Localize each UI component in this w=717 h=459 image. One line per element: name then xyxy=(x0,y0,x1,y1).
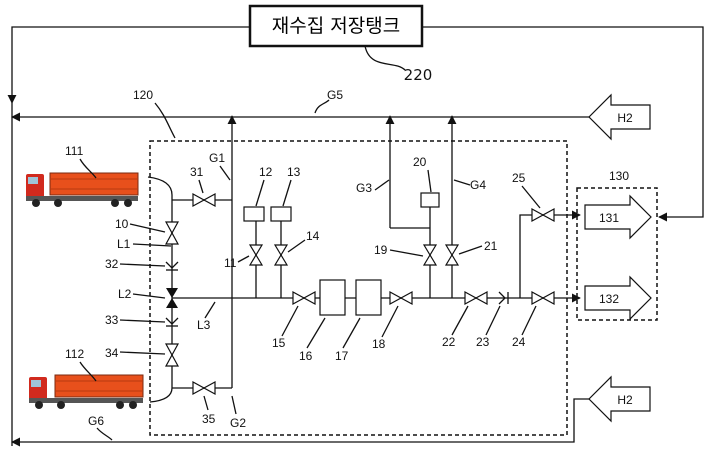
h2-input-top: H2 xyxy=(588,93,651,141)
label-24: 24 xyxy=(512,335,526,349)
label-33: 33 xyxy=(105,313,119,327)
station-leader xyxy=(154,102,176,139)
svg-text:H2: H2 xyxy=(617,393,633,407)
g5-label: G5 xyxy=(327,88,343,102)
label-21: 21 xyxy=(484,239,498,253)
label-17: 17 xyxy=(335,349,349,363)
storage-tank-ref: 220 xyxy=(404,66,433,84)
label-15: 15 xyxy=(272,336,286,350)
label-19: 19 xyxy=(374,243,388,257)
station-boundary xyxy=(149,140,568,436)
g2-label: G2 xyxy=(230,416,246,430)
valve-31 xyxy=(192,192,216,208)
valve-10 xyxy=(164,221,180,245)
label-18: 18 xyxy=(372,337,386,351)
valve-25 xyxy=(531,207,555,223)
valve-11 xyxy=(248,244,264,266)
sensor-12 xyxy=(243,206,265,222)
label-11: 11 xyxy=(224,256,237,270)
unit-17 xyxy=(355,279,382,316)
label-20: 20 xyxy=(413,155,427,169)
trailer-bottom-label: 112 xyxy=(65,347,84,361)
label-13: 13 xyxy=(287,165,301,179)
g5-leader xyxy=(314,99,330,114)
label-25: 25 xyxy=(512,171,526,185)
trailer-top-coupling xyxy=(147,176,173,196)
label-32: 32 xyxy=(105,257,119,271)
label-l2: L2 xyxy=(118,287,132,301)
trailer-top-label: 111 xyxy=(65,144,84,158)
label-31: 31 xyxy=(190,165,204,179)
label-23: 23 xyxy=(476,335,490,349)
label-16: 16 xyxy=(299,349,313,363)
trailer-top-leader xyxy=(79,158,97,179)
svg-text:131: 131 xyxy=(599,211,619,225)
tube-trailer-top xyxy=(26,172,139,207)
valve-21 xyxy=(444,244,460,266)
label-10: 10 xyxy=(115,217,129,231)
check-valve-23 xyxy=(498,291,509,305)
sensor-20 xyxy=(420,192,440,208)
dispenser-132: 132 xyxy=(584,275,652,321)
dispenser-block-label: 130 xyxy=(609,169,629,183)
g6-label: G6 xyxy=(88,414,104,428)
tank-leader-line xyxy=(364,45,406,71)
svg-text:132: 132 xyxy=(599,292,619,306)
unit-16 xyxy=(319,279,346,316)
valve-19 xyxy=(422,244,438,266)
valve-24 xyxy=(531,290,555,306)
label-34: 34 xyxy=(105,346,119,360)
h2-input-bottom: H2 xyxy=(588,375,651,423)
sensor-13 xyxy=(270,206,292,222)
g6-leader xyxy=(96,427,113,441)
g1-label: G1 xyxy=(209,151,225,165)
label-l3: L3 xyxy=(197,318,211,332)
label-l1: L1 xyxy=(117,237,131,251)
check-valve-32 xyxy=(165,261,179,271)
label-12: 12 xyxy=(259,165,273,179)
dispenser-block xyxy=(576,187,658,321)
valve-l2 xyxy=(166,288,178,308)
valve-14 xyxy=(273,244,289,266)
g6-line xyxy=(11,398,595,447)
station-label: 120 xyxy=(133,88,153,102)
valve-22 xyxy=(464,290,488,306)
check-valve-33 xyxy=(165,317,179,327)
valve-15 xyxy=(292,290,316,306)
tube-trailer-bottom xyxy=(29,374,144,409)
label-35: 35 xyxy=(202,412,216,426)
trailer-bottom-coupling xyxy=(149,387,173,403)
label-22: 22 xyxy=(442,335,456,349)
trailer-bottom-leader xyxy=(79,361,97,382)
tank-feed-right xyxy=(422,26,704,222)
valve-35 xyxy=(192,380,216,396)
storage-tank-label: 재수집 저장탱크 xyxy=(272,15,400,37)
valve-18 xyxy=(389,290,413,306)
recollection-storage-tank: 재수집 저장탱크 xyxy=(248,4,424,48)
dispenser-131-feed xyxy=(519,210,581,298)
g3-label: G3 xyxy=(356,181,372,195)
dispenser-131: 131 xyxy=(584,194,652,240)
tank-return-left xyxy=(7,26,250,104)
valve-34 xyxy=(164,343,180,367)
g4-label: G4 xyxy=(470,178,486,192)
svg-text:H2: H2 xyxy=(617,111,633,125)
label-14: 14 xyxy=(306,229,320,243)
